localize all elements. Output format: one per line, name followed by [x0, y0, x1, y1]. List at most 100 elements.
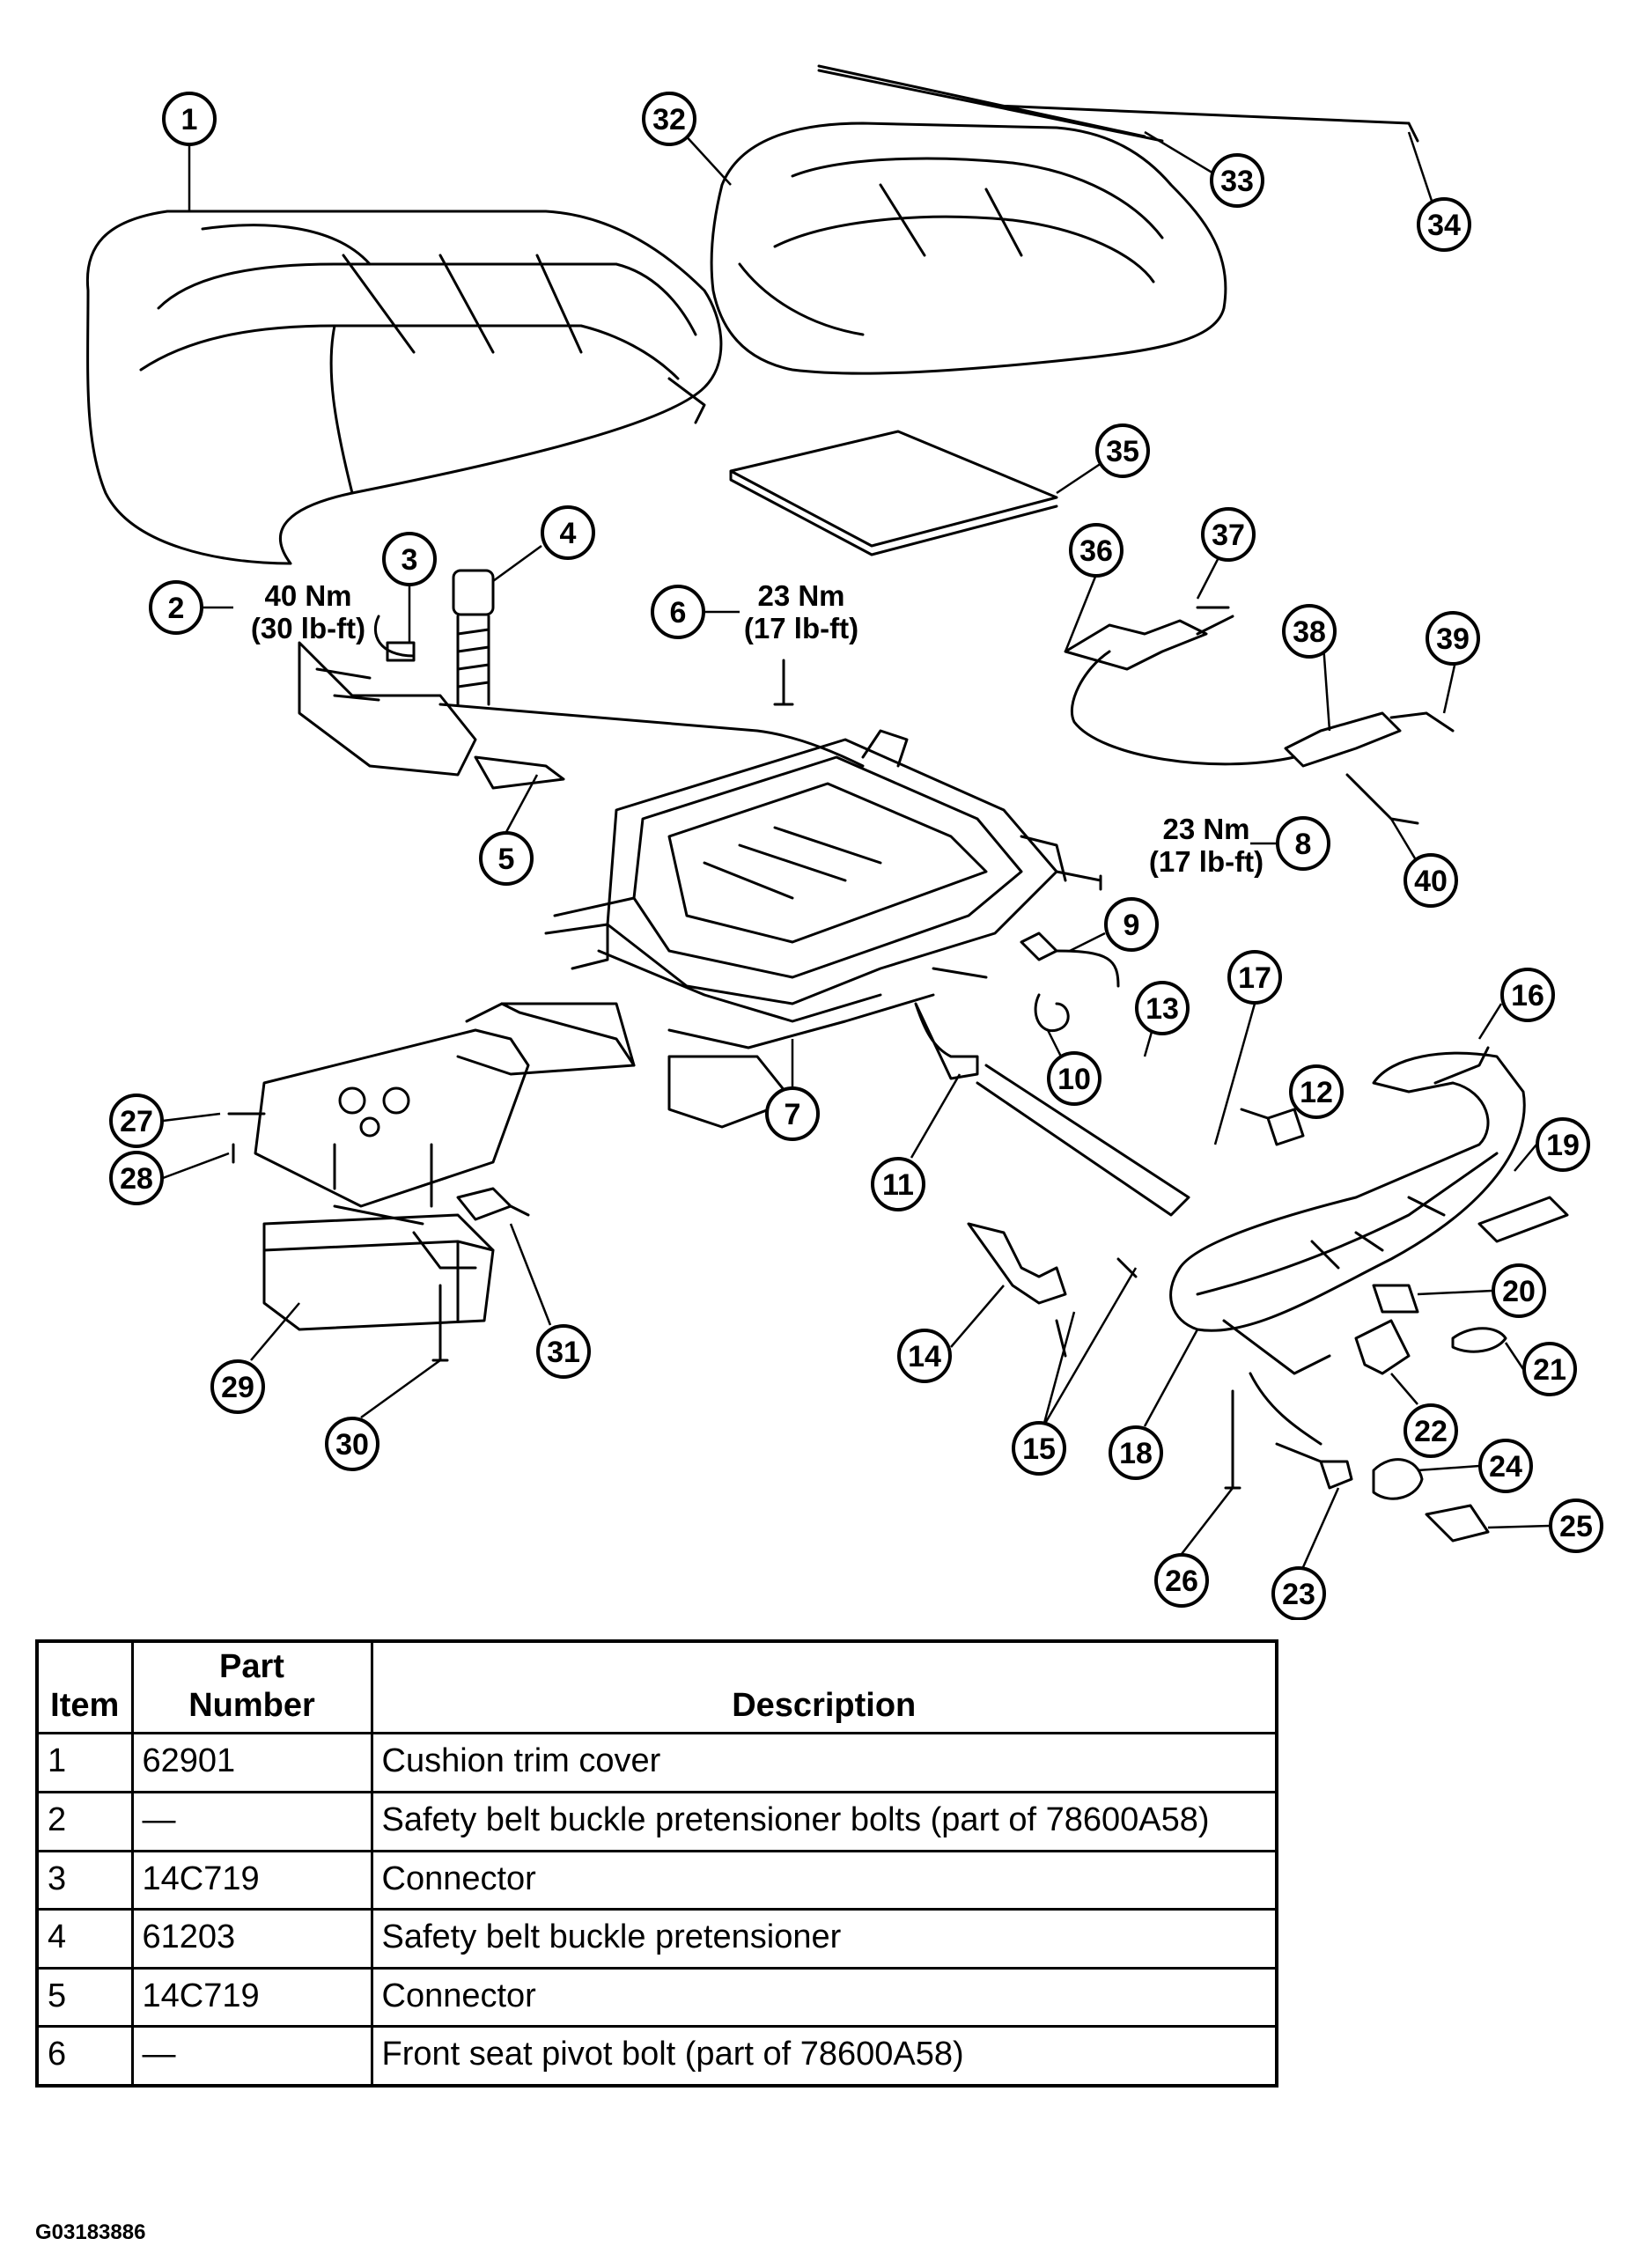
leader-lines [162, 130, 1551, 1568]
callout-8: 8 [1276, 816, 1330, 871]
cell-part-number: — [130, 2025, 373, 2088]
knob-19-drawing [1477, 1196, 1569, 1243]
callout-circle [1104, 897, 1159, 952]
rod-33-drawing [817, 64, 1164, 143]
callout-number: 37 [1212, 519, 1245, 552]
callout-12: 12 [1289, 1064, 1344, 1119]
callout-number: 26 [1165, 1565, 1198, 1598]
callout-38: 38 [1282, 604, 1337, 659]
callout-28: 28 [109, 1151, 164, 1205]
callout-number: 5 [498, 843, 515, 876]
callout-circle [1478, 1439, 1533, 1493]
torque-label-8: 23 Nm (17 lb-ft) [1149, 813, 1264, 878]
mat-35-drawing [729, 430, 1058, 556]
callout-number: 39 [1436, 622, 1470, 656]
screw-26-drawing [1224, 1389, 1241, 1490]
callout-number: 16 [1511, 979, 1544, 1012]
callout-3: 3 [382, 532, 437, 586]
motor-14-drawing [967, 1222, 1067, 1305]
wiring-drawing [914, 932, 1190, 1217]
callout-7: 7 [765, 1086, 820, 1141]
torque-label-6: 23 Nm (17 lb-ft) [744, 579, 858, 644]
cell-part-number: — [130, 1790, 373, 1852]
callout-circle [1500, 968, 1555, 1022]
callout-circle [1404, 853, 1458, 908]
callout-number: 8 [1295, 828, 1312, 861]
callout-24: 24 [1478, 1439, 1533, 1493]
callout-circle [1289, 1064, 1344, 1119]
callout-13: 13 [1135, 981, 1190, 1035]
torque-2-metric: 40 Nm [264, 579, 351, 612]
side-shield-drawing [1169, 1051, 1526, 1375]
callout-number: 36 [1079, 534, 1113, 568]
callout-circle [1282, 604, 1337, 659]
callout-circle [541, 505, 595, 560]
callout-number: 31 [547, 1336, 580, 1369]
switch-20-drawing [1372, 1284, 1419, 1314]
knob-24-drawing [1372, 1458, 1424, 1500]
base-plate-drawing [227, 1002, 636, 1208]
callout-37: 37 [1201, 507, 1256, 562]
cell-part-number: 14C719 [130, 1966, 373, 2029]
callout-10: 10 [1047, 1051, 1101, 1106]
callout-circle [1549, 1498, 1603, 1553]
callout-number: 1 [181, 103, 198, 136]
callout-circle [1492, 1263, 1546, 1318]
callout-circle [1109, 1425, 1163, 1480]
cell-item: 4 [35, 1908, 134, 1970]
bolt-8-drawing [1055, 870, 1102, 891]
cell-description: Connector [370, 1849, 1278, 1911]
header-item: Item [35, 1639, 134, 1735]
callout-circle [1135, 981, 1190, 1035]
table-row: 2—Safety belt buckle pretensioner bolts … [35, 1790, 1278, 1852]
callout-number: 3 [402, 543, 418, 577]
cushion-trim-cover-drawing [85, 210, 723, 565]
callout-18: 18 [1109, 1425, 1163, 1480]
callout-32: 32 [642, 92, 696, 146]
torque-8-imperial: (17 lb-ft) [1149, 845, 1264, 878]
callout-27: 27 [109, 1094, 164, 1148]
torque-6-metric: 23 Nm [757, 579, 844, 612]
callout-circle [1271, 1566, 1326, 1620]
bolt-6-drawing [773, 659, 794, 706]
callout-number: 27 [120, 1105, 153, 1138]
callout-circle [1426, 611, 1480, 666]
cell-part-number: 61203 [130, 1908, 373, 1970]
seat-frame-drawing [544, 729, 1067, 1129]
callout-number: 23 [1282, 1578, 1315, 1611]
callout-number: 20 [1502, 1275, 1536, 1308]
callout-number: 28 [120, 1162, 153, 1196]
callout-6: 6 [651, 585, 705, 639]
callout-29: 29 [210, 1359, 265, 1414]
callout-1: 1 [162, 92, 217, 146]
callout-number: 2 [168, 592, 185, 625]
callout-number: 33 [1220, 165, 1254, 198]
bezel-22-drawing [1354, 1319, 1411, 1375]
callout-group: 1234567891011121314151617181920212223242… [109, 92, 1603, 1620]
callout-circle [1047, 1051, 1101, 1106]
callout-number: 11 [882, 1168, 914, 1202]
callout-circle [765, 1086, 820, 1141]
callout-15: 15 [1012, 1421, 1066, 1476]
callout-31: 31 [536, 1324, 591, 1379]
callout-number: 40 [1414, 865, 1448, 898]
cell-item: 3 [35, 1849, 134, 1911]
callout-number: 10 [1057, 1063, 1091, 1096]
callout-number: 24 [1489, 1450, 1522, 1484]
callout-circle [1404, 1403, 1458, 1458]
callout-30: 30 [325, 1417, 379, 1471]
header-description: Description [370, 1639, 1278, 1735]
callout-circle [651, 585, 705, 639]
callout-circle [1227, 950, 1282, 1005]
recliner-cable-drawing [1064, 606, 1455, 825]
buckle-pretensioner-drawing [298, 569, 865, 790]
callout-4: 4 [541, 505, 595, 560]
callout-39: 39 [1426, 611, 1480, 666]
callout-34: 34 [1417, 197, 1471, 252]
callout-circle [1522, 1342, 1577, 1396]
callout-36: 36 [1069, 523, 1124, 578]
callout-17: 17 [1227, 950, 1282, 1005]
torque-2-imperial: (30 lb-ft) [251, 612, 365, 644]
